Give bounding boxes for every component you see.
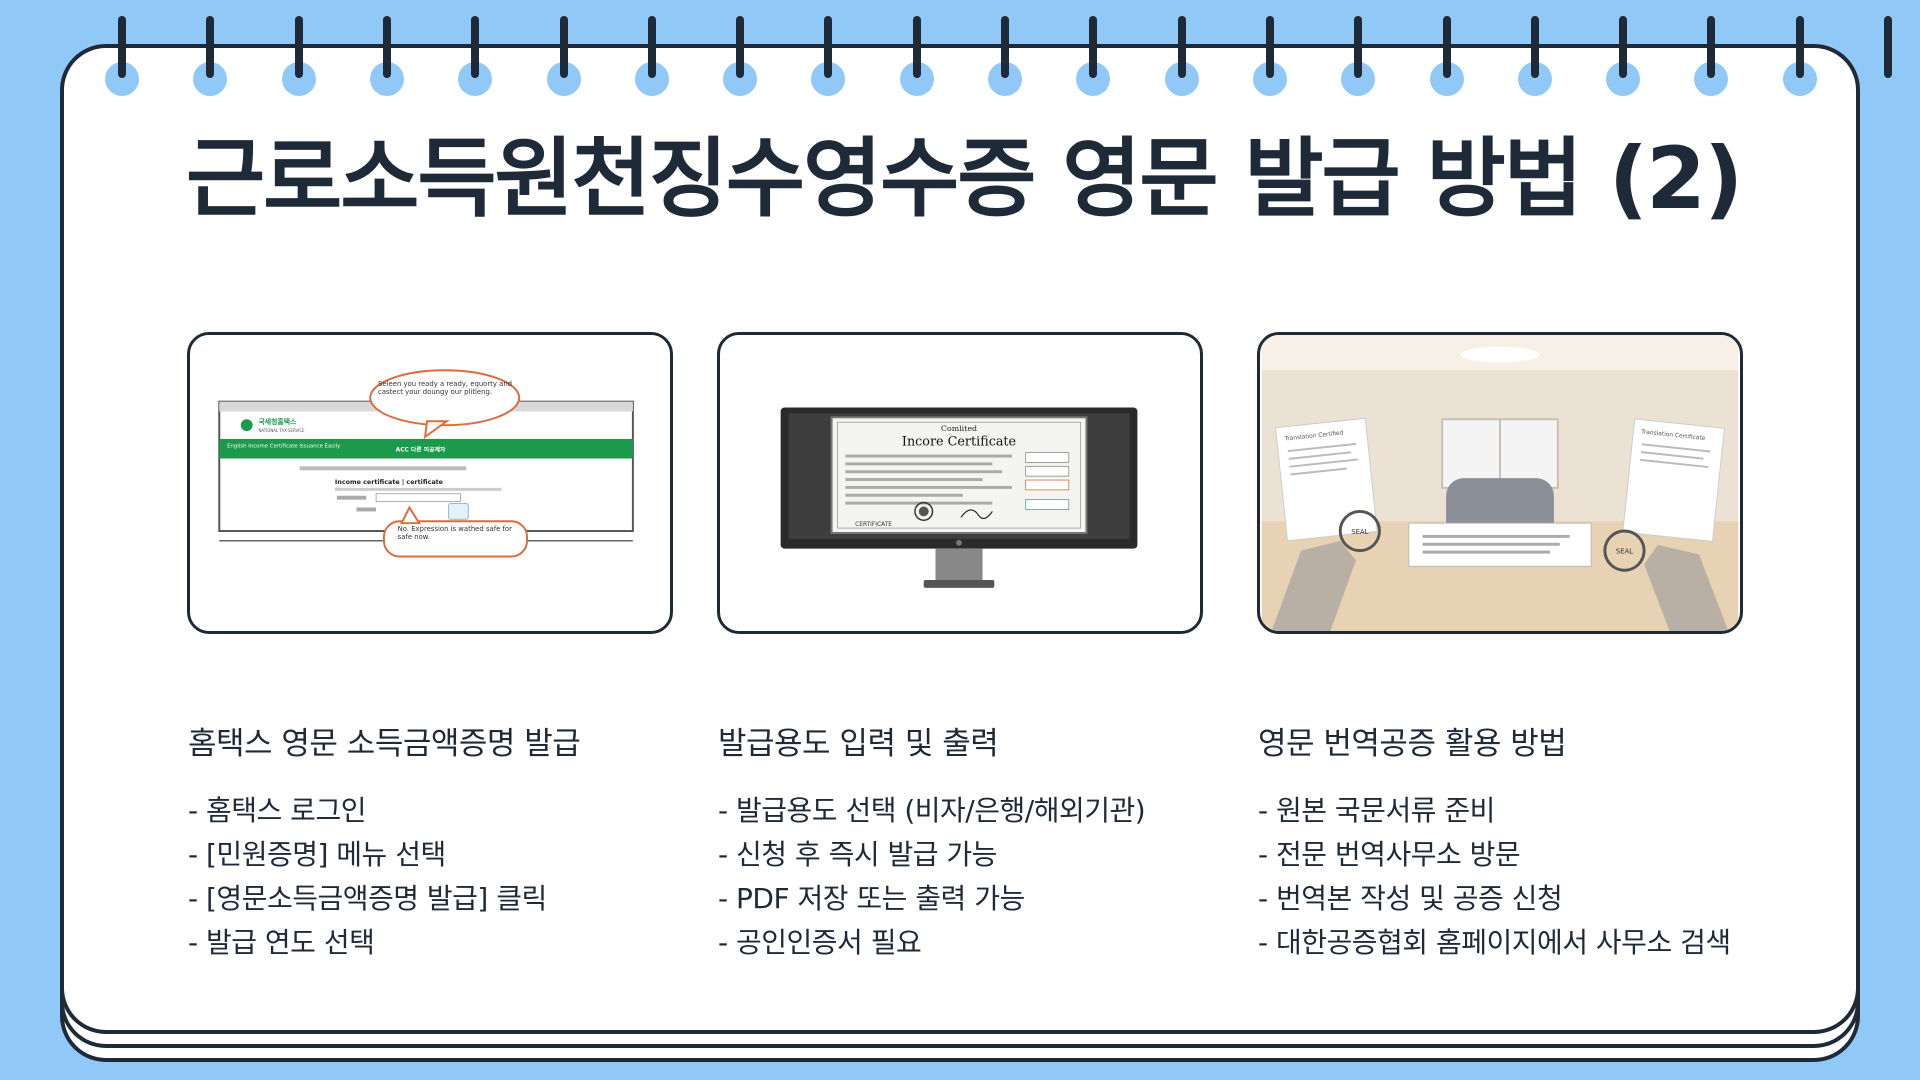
binding-ring (546, 16, 581, 96)
slide-title: 근로소득원천징수영수증 영문 발급 방법 (2) (186, 129, 1743, 229)
binding-ring (1076, 16, 1111, 96)
list-item: - [영문소득금액증명 발급] 클릭 (188, 882, 547, 915)
binding-wire (824, 16, 833, 78)
binding-wire (912, 16, 921, 78)
list-item: - 신청 후 즉시 발급 가능 (718, 838, 997, 871)
column-heading: 홈택스 영문 소득금액증명 발급 (188, 726, 581, 762)
binding-ring (1252, 16, 1287, 96)
binding-wire (1177, 16, 1186, 78)
list-item: - 발급용도 선택 (비자/은행/해외기관) (718, 794, 1146, 827)
monitor-certificate-card: Comlited Incore Certificate CERTIFICATE (717, 332, 1203, 634)
binding-wire (736, 16, 745, 78)
site-nav-item: ACC 다른 피공제자 (396, 446, 446, 454)
monitor-certificate-illustration: Comlited Incore Certificate CERTIFICATE (721, 335, 1199, 631)
binding-wire (294, 16, 303, 78)
notary-seal-right: SEAL (1616, 548, 1633, 556)
binding-wire (1089, 16, 1098, 78)
list-item: - [민원증명] 메뉴 선택 (188, 838, 446, 871)
binding-wire (1795, 16, 1804, 78)
step-list: - 원본 국문서류 준비 - 전문 번역사무소 방문 - 번역본 작성 및 공증… (1258, 789, 1758, 965)
binding-ring (1517, 16, 1552, 96)
step-list: - 홈택스 로그인 - [민원증명] 메뉴 선택 - [영문소득금액증명 발급]… (188, 789, 688, 965)
site-subtitle: NATIONAL TAX SERVICE (258, 428, 305, 433)
list-item: - 공인인증서 필요 (718, 926, 922, 959)
tooltip-bubble-top: Seleen you ready a ready, equorty and ca… (378, 380, 513, 396)
binding-ring (369, 16, 404, 96)
binding-ring (1694, 16, 1729, 96)
binding-ring (1164, 16, 1199, 96)
binding-ring (1782, 16, 1817, 96)
certificate-title: Incore Certificate (902, 435, 1016, 450)
binding-wire (1619, 16, 1628, 78)
column-issue-print: 발급용도 입력 및 출력 - 발급용도 선택 (비자/은행/해외기관) - 신청… (718, 718, 1218, 965)
binding-ring (634, 16, 669, 96)
list-item: - 전문 번역사무소 방문 (1258, 838, 1521, 871)
list-item: - 번역본 작성 및 공증 신청 (1258, 882, 1563, 915)
spiral-binding (0, 0, 1920, 100)
binding-wire (647, 16, 656, 78)
binding-wire (118, 16, 126, 78)
binding-ring (1429, 16, 1464, 96)
binding-ring (1606, 16, 1641, 96)
binding-wire (1884, 16, 1892, 78)
binding-ring (281, 16, 316, 96)
column-notarization: 영문 번역공증 활용 방법 - 원본 국문서류 준비 - 전문 번역사무소 방문… (1258, 718, 1758, 965)
binding-wire (1442, 16, 1451, 78)
binding-ring (1871, 16, 1905, 96)
site-name: 국세청홈택스 (258, 417, 297, 426)
binding-wire (1265, 16, 1274, 78)
binding-ring (458, 16, 493, 96)
list-item: - PDF 저장 또는 출력 가능 (718, 882, 1025, 915)
binding-wire (471, 16, 480, 78)
site-banner: English Income Certificate Issuance Easi… (227, 444, 341, 450)
tooltip-bubble-bottom: No. Expression is wathed safe for safe n… (397, 525, 512, 541)
hometax-screenshot-card: 국세청홈택스 NATIONAL TAX SERVICE English Inco… (187, 332, 673, 634)
binding-ring (105, 16, 139, 96)
binding-wire (559, 16, 568, 78)
binding-ring (899, 16, 934, 96)
binding-wire (1354, 16, 1363, 78)
notary-office-illustration: Translation Certified Translation Certif… (1261, 335, 1739, 631)
list-item: - 발급 연도 선택 (188, 926, 375, 959)
column-heading: 영문 번역공증 활용 방법 (1258, 726, 1567, 762)
binding-wire (206, 16, 215, 78)
binding-wire (1001, 16, 1009, 78)
binding-ring (988, 16, 1022, 96)
step-list: - 발급용도 선택 (비자/은행/해외기관) - 신청 후 즉시 발급 가능 -… (718, 789, 1218, 965)
binding-wire (382, 16, 391, 78)
binding-ring (811, 16, 846, 96)
list-item: - 원본 국문서류 준비 (1258, 794, 1495, 827)
notary-seal-left: SEAL (1351, 528, 1368, 536)
list-item: - 대한공증협회 홈페이지에서 사무소 검색 (1258, 926, 1731, 959)
binding-wire (1707, 16, 1716, 78)
certificate-footer: CERTIFICATE (855, 522, 892, 528)
list-item: - 홈택스 로그인 (188, 794, 366, 827)
binding-wire (1530, 16, 1539, 78)
binding-ring (1341, 16, 1376, 96)
website-screenshot-illustration: 국세청홈택스 NATIONAL TAX SERVICE English Inco… (191, 335, 669, 631)
binding-ring (723, 16, 758, 96)
notary-office-card: Translation Certified Translation Certif… (1257, 332, 1743, 634)
column-hometax: 홈택스 영문 소득금액증명 발급 - 홈택스 로그인 - [민원증명] 메뉴 선… (188, 718, 688, 965)
certificate-subtitle: Comlited (941, 424, 977, 433)
column-heading: 발급용도 입력 및 출력 (718, 726, 999, 762)
form-heading: Income certificate | certificate (335, 478, 443, 487)
binding-ring (193, 16, 228, 96)
